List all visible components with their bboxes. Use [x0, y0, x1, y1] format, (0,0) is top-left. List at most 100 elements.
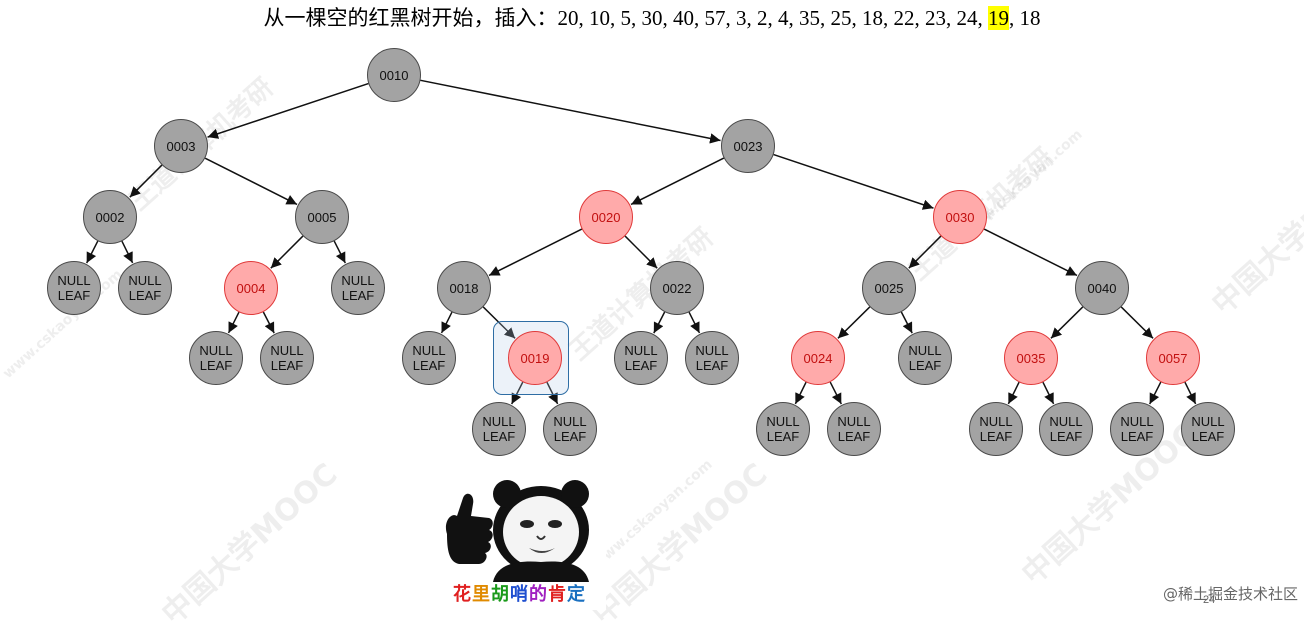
tree-edge — [837, 306, 871, 339]
tree-edge — [440, 311, 453, 334]
tree-edge — [908, 235, 942, 269]
node-label: 0010 — [379, 67, 409, 83]
tree-edge — [204, 157, 298, 206]
node-label: NULL LEAF — [1191, 414, 1225, 444]
node-label: NULL LEAF — [553, 414, 587, 444]
node-label: NULL LEAF — [199, 343, 233, 373]
tree-edge — [1007, 381, 1020, 405]
tree-edge — [688, 311, 701, 334]
node-label: NULL LEAF — [1049, 414, 1083, 444]
null-leaf-node: NULL LEAF — [472, 402, 526, 456]
node-label: NULL LEAF — [270, 343, 304, 373]
tree-edge — [546, 381, 559, 405]
tree-node-0023: 0023 — [721, 119, 775, 173]
tree-edge — [794, 381, 807, 405]
caption-char: 肯 — [548, 584, 567, 605]
null-leaf-node: NULL LEAF — [47, 261, 101, 315]
node-label: NULL LEAF — [341, 273, 375, 303]
node-label: NULL LEAF — [979, 414, 1013, 444]
tree-edge — [121, 240, 134, 264]
null-leaf-node: NULL LEAF — [898, 331, 952, 385]
null-leaf-node: NULL LEAF — [969, 402, 1023, 456]
tree-node-0022: 0022 — [650, 261, 704, 315]
caption-char: 花 — [453, 584, 472, 605]
node-label: 0024 — [803, 350, 833, 366]
title-highlight: 19 — [988, 6, 1009, 30]
caption-char: 的 — [529, 584, 548, 605]
tree-edge — [270, 235, 304, 269]
node-label: 0057 — [1158, 350, 1188, 366]
tree-edge — [1120, 306, 1154, 339]
node-label: 0040 — [1087, 280, 1117, 296]
node-label: NULL LEAF — [908, 343, 942, 373]
site-credit: @稀土掘金技术社区 — [1162, 585, 1298, 603]
page-number: 24 — [1203, 594, 1216, 606]
null-leaf-node: NULL LEAF — [756, 402, 810, 456]
node-label: 0018 — [449, 280, 479, 296]
node-label: NULL LEAF — [1120, 414, 1154, 444]
tree-node-0004: 0004 — [224, 261, 278, 315]
tree-edge — [333, 240, 347, 264]
node-label: 0023 — [733, 138, 763, 154]
node-label: 0035 — [1016, 350, 1046, 366]
tree-node-0019: 0019 — [508, 331, 562, 385]
slide-title: 从一棵空的红黑树开始，插入：20, 10, 5, 30, 40, 57, 3, … — [0, 2, 1304, 32]
tree-node-0020: 0020 — [579, 190, 633, 244]
title-suffix: , 18 — [1009, 6, 1041, 30]
null-leaf-node: NULL LEAF — [614, 331, 668, 385]
node-label: 0022 — [662, 280, 692, 296]
tree-edge — [227, 311, 240, 334]
null-leaf-node: NULL LEAF — [1039, 402, 1093, 456]
panda-meme-sticker: 花里胡哨的肯定 — [433, 472, 606, 610]
tree-node-0025: 0025 — [862, 261, 916, 315]
tree-edge — [773, 153, 934, 210]
tree-node-0018: 0018 — [437, 261, 491, 315]
meme-caption: 花里胡哨的肯定 — [433, 580, 606, 606]
tree-edge — [624, 235, 658, 269]
node-label: NULL LEAF — [624, 343, 658, 373]
tree-edge — [262, 311, 275, 334]
tree-edge — [129, 164, 163, 198]
tree-edge — [829, 381, 843, 405]
tree-node-0024: 0024 — [791, 331, 845, 385]
node-label: NULL LEAF — [695, 343, 729, 373]
tree-node-0002: 0002 — [83, 190, 137, 244]
null-leaf-node: NULL LEAF — [827, 402, 881, 456]
null-leaf-node: NULL LEAF — [543, 402, 597, 456]
tree-edge — [1050, 306, 1084, 339]
tree-node-0040: 0040 — [1075, 261, 1129, 315]
panda-thumbs-up-icon — [445, 480, 589, 582]
null-leaf-node: NULL LEAF — [118, 261, 172, 315]
tree-node-0003: 0003 — [154, 119, 208, 173]
node-label: 0005 — [307, 209, 337, 225]
tree-node-0030: 0030 — [933, 190, 987, 244]
node-label: 0019 — [520, 350, 550, 366]
null-leaf-node: NULL LEAF — [331, 261, 385, 315]
tree-edge — [983, 228, 1078, 277]
tree-edge — [420, 79, 721, 144]
node-label: NULL LEAF — [57, 273, 91, 303]
caption-char: 定 — [567, 584, 586, 605]
tree-node-0057: 0057 — [1146, 331, 1200, 385]
caption-char: 里 — [472, 584, 491, 605]
tree-edge — [85, 240, 99, 264]
node-label: NULL LEAF — [837, 414, 871, 444]
node-label: 0002 — [95, 209, 125, 225]
tree-node-0005: 0005 — [295, 190, 349, 244]
caption-char: 哨 — [510, 584, 529, 605]
tree-edge — [630, 157, 725, 206]
node-label: 0030 — [945, 209, 975, 225]
null-leaf-node: NULL LEAF — [1181, 402, 1235, 456]
tree-node-0010: 0010 — [367, 48, 421, 102]
tree-node-0035: 0035 — [1004, 331, 1058, 385]
tree-edge — [207, 82, 369, 139]
null-leaf-node: NULL LEAF — [685, 331, 739, 385]
node-label: NULL LEAF — [482, 414, 516, 444]
node-label: 0020 — [591, 209, 621, 225]
tree-edges — [85, 79, 1197, 405]
node-label: 0025 — [874, 280, 904, 296]
tree-edge — [488, 228, 583, 277]
tree-edge — [1184, 381, 1197, 405]
null-leaf-node: NULL LEAF — [402, 331, 456, 385]
node-label: NULL LEAF — [412, 343, 446, 373]
